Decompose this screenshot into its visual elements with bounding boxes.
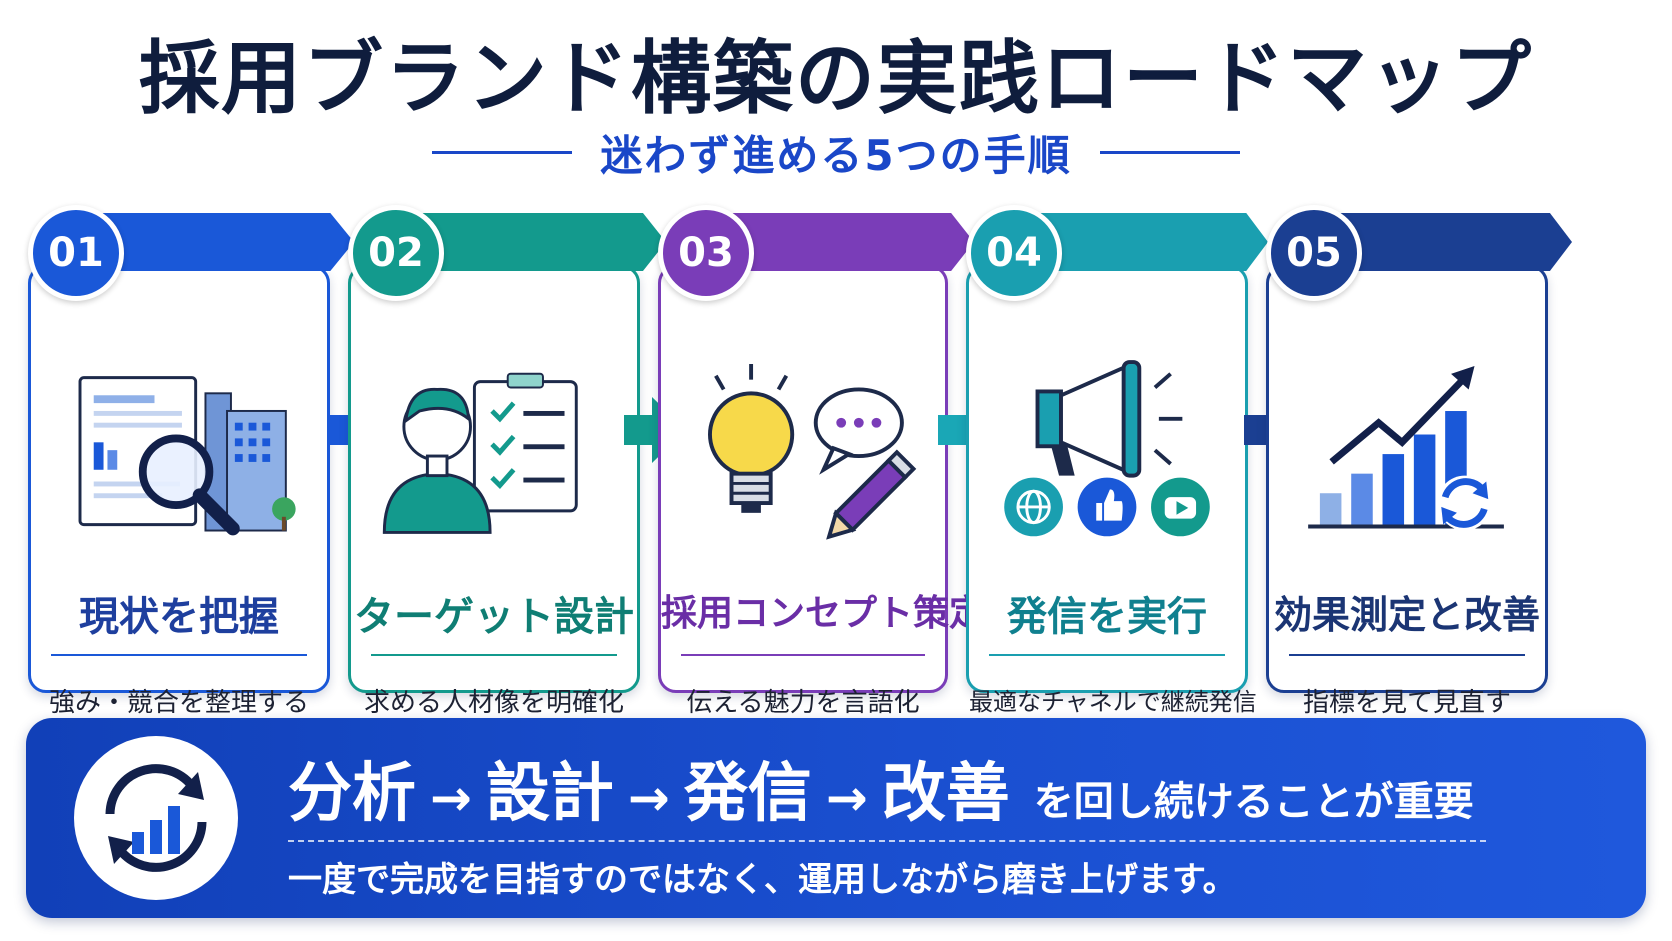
dashed-divider — [288, 840, 1486, 842]
lightbulb-speech-pencil-icon — [708, 363, 917, 540]
subtitle: 迷わず進める5つの手順 — [600, 130, 1072, 180]
step-description: 指標を見て見直す — [1302, 688, 1511, 718]
step-5: 効果測定と改善 指標を見て見直す 05 — [1266, 205, 1572, 718]
step-number-badge: 01 — [28, 205, 124, 301]
step-number-badge: 05 — [1266, 205, 1362, 301]
step-title: ターゲット設計 — [354, 594, 634, 640]
growth-chart-cycle-icon — [1308, 366, 1504, 531]
step-number-badge: 02 — [348, 205, 444, 301]
step-title: 効果測定と改善 — [1273, 593, 1540, 637]
subtitle-line-right — [1099, 150, 1240, 154]
step-1-card: 現状を把握 強み・競合を整理する — [28, 265, 330, 718]
person-checklist-icon — [382, 372, 578, 534]
arrow-right-icon — [624, 397, 686, 463]
page-title: 採用ブランド構築の実践ロードマップ — [139, 32, 1533, 125]
step-description: 最適なチャネルで継続発信 — [969, 688, 1257, 716]
cycle-flow: 分析 → 設計 → 発信 → 改善 を回し続けることが重要 — [288, 742, 1474, 834]
flow-arrow: → — [825, 769, 868, 827]
cycle-badge — [74, 736, 238, 900]
flow-step-analysis: 分析 — [288, 757, 416, 831]
step-divider — [989, 654, 1225, 656]
summary-panel: 分析 → 設計 → 発信 → 改善 を回し続けることが重要 一度で完成を目指すの… — [26, 718, 1646, 918]
step-2: ターゲット設計 求める人材像を明確化 02 — [348, 205, 666, 718]
step-3-card: 採用コンセプト策定 伝える魅力を言語化 — [658, 265, 986, 718]
step-description: 伝える魅力を言語化 — [686, 688, 920, 718]
step-1: 現状を把握 強み・競合を整理する 01 — [28, 205, 354, 718]
flow-step-design: 設計 — [485, 757, 614, 831]
subtitle-line-left — [432, 150, 573, 154]
flow-arrow: → — [627, 769, 670, 827]
step-title: 現状を把握 — [79, 594, 279, 640]
step-number-badge: 04 — [966, 205, 1062, 301]
flow-tail-text: を回し続けることが重要 — [1033, 779, 1474, 825]
step-title: 採用コンセプト策定 — [661, 593, 986, 634]
summary-note: 一度で完成を目指すのではなく、運用しながら磨き上げます。 — [288, 860, 1237, 900]
step-number-badge: 03 — [658, 205, 754, 301]
megaphone-channels-icon — [1004, 360, 1210, 537]
step-5-card: 効果測定と改善 指標を見て見直す — [1266, 265, 1548, 718]
step-description: 求める人材像を明確化 — [363, 688, 624, 718]
step-divider — [51, 654, 307, 656]
step-4-card: 発信を実行 最適なチャネルで継続発信 — [966, 265, 1257, 716]
flow-step-publish: 発信 — [683, 757, 812, 831]
cycle-chart-icon — [105, 764, 207, 872]
subtitle-row: 迷わず進める5つの手順 — [0, 122, 1672, 182]
step-title: 発信を実行 — [1007, 594, 1207, 640]
step-divider — [681, 654, 925, 656]
step-divider — [371, 654, 617, 656]
step-2-card: ターゲット設計 求める人材像を明確化 — [348, 265, 640, 718]
flow-arrow: → — [430, 769, 472, 827]
magnifier-document-building-icon — [78, 376, 296, 536]
step-description: 強み・競合を整理する — [48, 688, 309, 718]
flow-step-improve: 改善 — [881, 757, 1010, 831]
step-3: 採用コンセプト策定 伝える魅力を言語化 03 — [658, 205, 986, 718]
step-divider — [1289, 654, 1525, 656]
step-4: 発信を実行 最適なチャネルで継続発信 04 — [966, 205, 1268, 716]
